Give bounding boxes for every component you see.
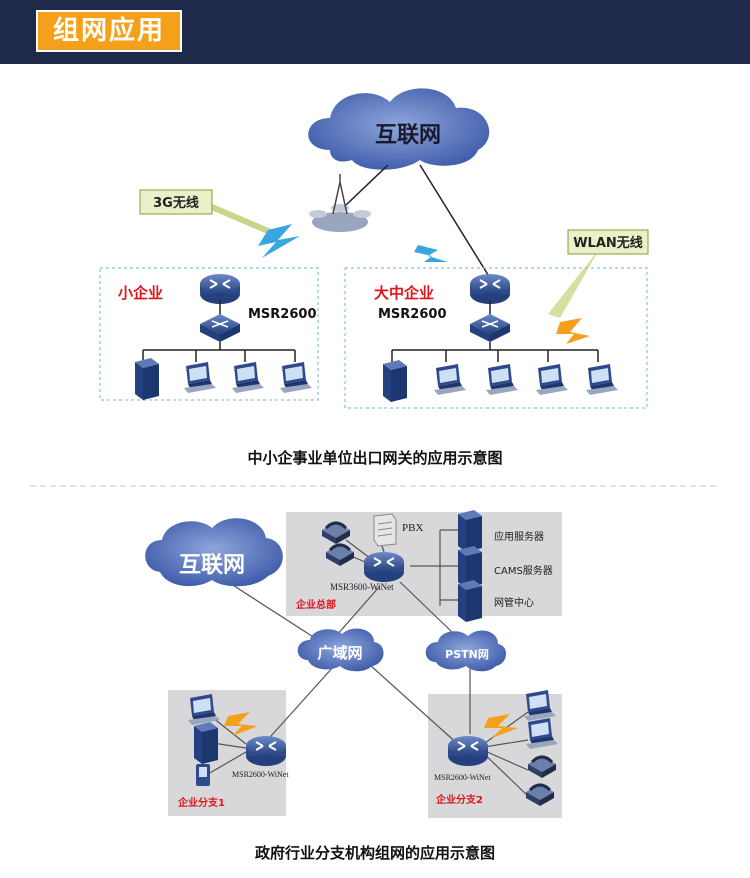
3g-label: 3G无线 xyxy=(153,195,199,211)
wlan-label-box xyxy=(567,229,649,255)
internet-label-2: 互联网 xyxy=(179,553,245,578)
diagram2-caption: 政府行业分支机构组网的应用示意图 xyxy=(254,844,495,862)
large-pc-icon xyxy=(586,364,618,395)
internet-cloud: 互联网 xyxy=(308,88,490,170)
wlan-pointer xyxy=(548,248,600,318)
branch1-pc-icon xyxy=(194,722,218,764)
nms-server-icon xyxy=(458,580,482,622)
wlan-label: WLAN无线 xyxy=(573,235,643,251)
small-router-icon xyxy=(199,273,241,305)
branch2-router-label: MSR2600-WiNet xyxy=(434,773,491,782)
branch1-router-icon xyxy=(245,735,287,767)
pstn-cloud: PSTN网 xyxy=(425,630,507,672)
hq-label: 企业总部 xyxy=(295,598,336,611)
midlarge-enterprise-label: 大中企业 xyxy=(374,284,434,302)
large-switch-icon xyxy=(469,313,511,343)
app-server-icon xyxy=(458,510,482,552)
diagram-2: 互联网 广域网 PSTN网 PBX MSR3600-WiNet 企业总部 应用服… xyxy=(145,510,562,818)
large-pc-icon xyxy=(486,364,518,395)
internet-label: 互联网 xyxy=(375,122,441,147)
diagram-1: 互联网 3G无线 WLAN无线 小企业 MSR2600 xyxy=(99,88,649,409)
app-server-label: 应用服务器 xyxy=(494,530,544,543)
branch1-lightning-icon xyxy=(224,712,258,736)
small-pc-icon xyxy=(280,362,312,393)
small-server-icon xyxy=(135,358,159,400)
large-pc-icon xyxy=(434,364,466,395)
small-router-model: MSR2600 xyxy=(248,307,317,322)
large-router-icon xyxy=(469,273,511,305)
header-title: 组网应用 xyxy=(36,10,182,52)
midlarge-enterprise-box xyxy=(344,267,648,409)
branch1-router-label: MSR2600-WiNet xyxy=(232,770,289,779)
small-pc-icon xyxy=(232,362,264,393)
pbx-label: PBX xyxy=(402,522,423,534)
link-cloud-router xyxy=(419,164,491,279)
cams-server-label: CAMS服务器 xyxy=(494,564,553,577)
hq-router-label: MSR3600-WiNet xyxy=(330,582,394,592)
link-cloud-tower xyxy=(345,164,389,206)
3g-label-box xyxy=(139,189,213,215)
lightning-3g-icon xyxy=(258,224,300,258)
wan-label: 广域网 xyxy=(317,644,362,662)
small-enterprise-box xyxy=(99,267,319,401)
diagram1-caption: 中小企事业单位出口网关的应用示意图 xyxy=(247,449,503,467)
branch2-lightning-icon xyxy=(484,714,518,738)
branch2-router-icon xyxy=(447,735,489,767)
3g-pointer xyxy=(203,201,277,237)
diagram2-links xyxy=(205,527,529,797)
lightning-orange-icon xyxy=(556,318,590,344)
pstn-label: PSTN网 xyxy=(445,648,489,661)
nms-label: 网管中心 xyxy=(494,596,534,609)
large-server-icon xyxy=(383,360,407,402)
large-router-model: MSR2600 xyxy=(378,307,447,322)
large-pc-icon xyxy=(536,364,568,395)
wan-cloud: 广域网 xyxy=(297,628,384,672)
branch2-label: 企业分支2 xyxy=(435,793,483,806)
internet-cloud-2: 互联网 xyxy=(145,518,283,587)
small-pc-icon xyxy=(184,362,216,393)
network-diagrams: 互联网 3G无线 WLAN无线 小企业 MSR2600 xyxy=(30,88,720,818)
small-enterprise-label: 小企业 xyxy=(118,284,163,302)
header-bar: 组网应用 xyxy=(0,0,750,64)
branch1-pda-icon xyxy=(196,764,210,786)
pbx-icon xyxy=(373,513,397,547)
hq-router-icon xyxy=(363,551,405,583)
lightning-wlan-icon xyxy=(414,245,448,262)
wireless-tower-icon xyxy=(309,174,371,232)
branch1-label: 企业分支1 xyxy=(177,796,225,809)
small-switch-icon xyxy=(199,313,241,343)
